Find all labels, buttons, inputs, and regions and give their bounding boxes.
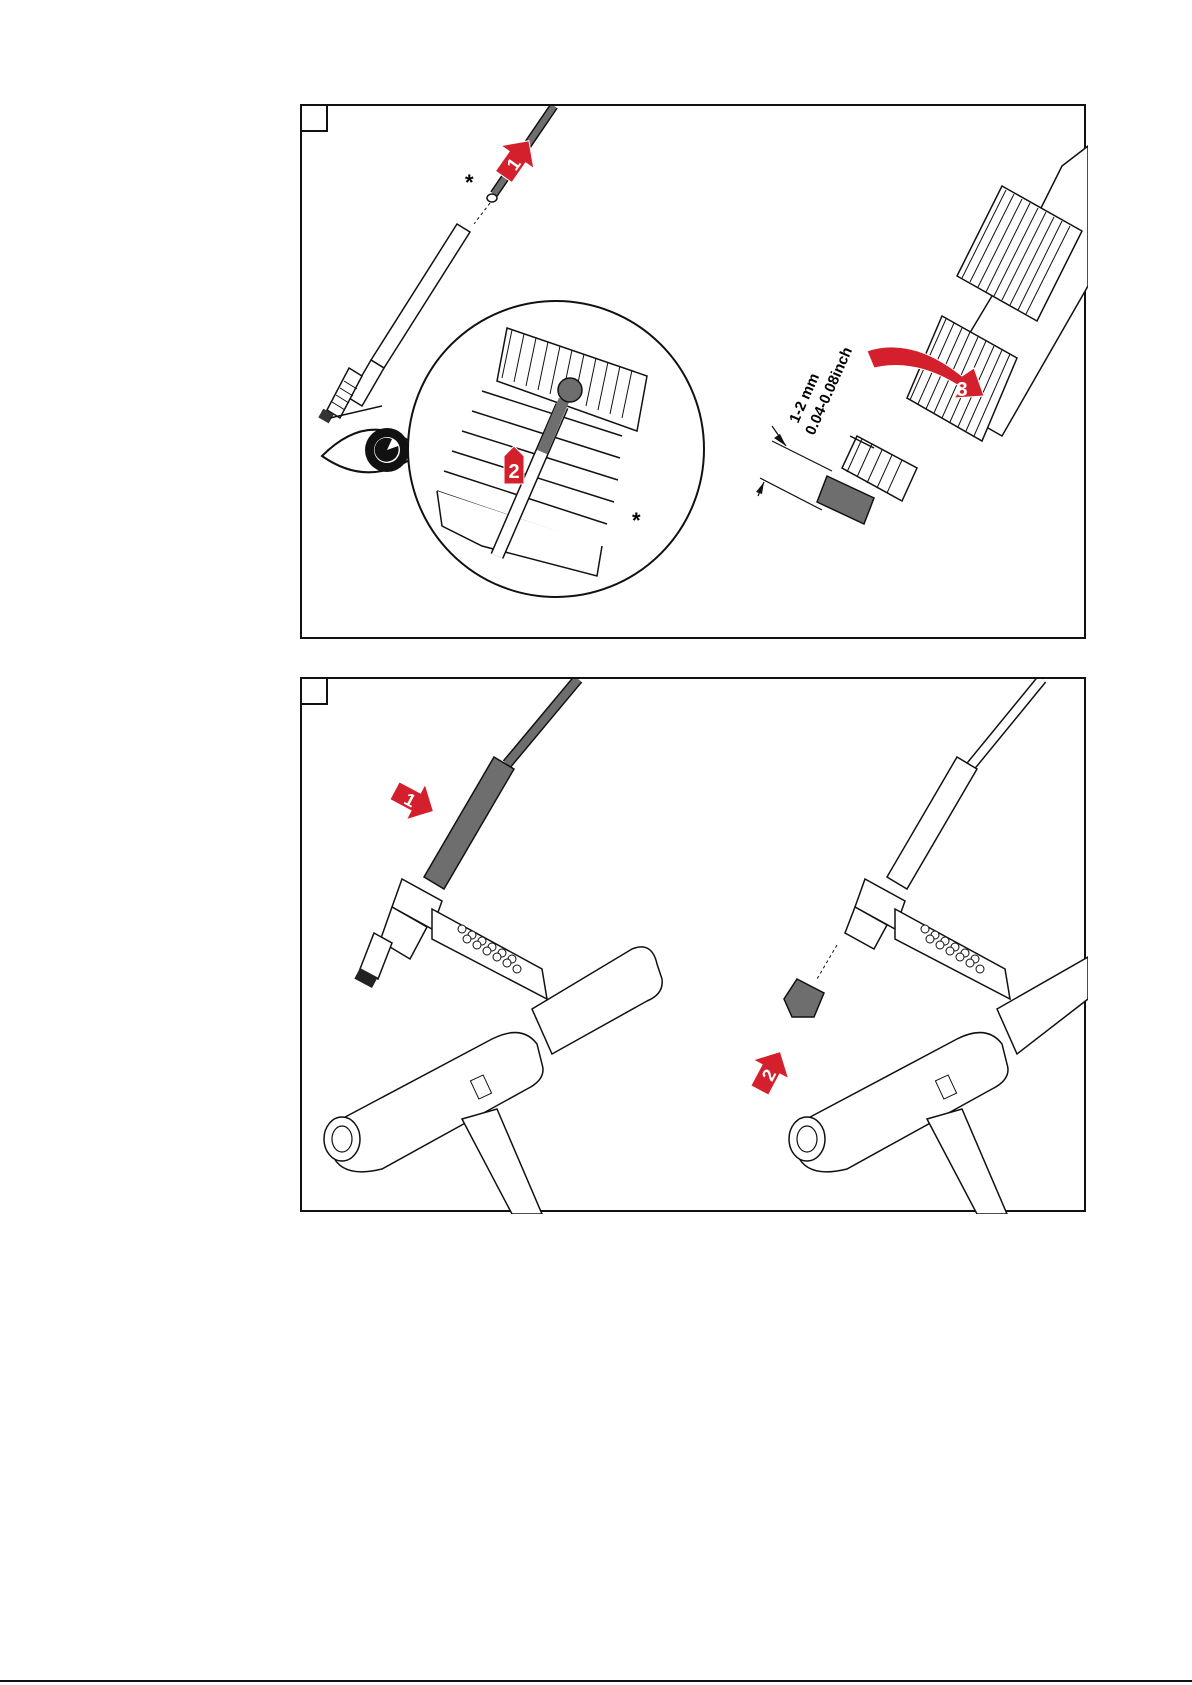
torch-neck-assembly (817, 146, 1088, 524)
illustration-panel-1: * 1 (300, 104, 1086, 639)
asterisk-detail: * (632, 508, 641, 533)
red-arrow-2-icon: 2 (742, 1042, 798, 1100)
detail-magnifier: 2 * (408, 301, 704, 597)
svg-text:2: 2 (508, 461, 519, 483)
torch-right (784, 679, 1088, 1214)
svg-text:3: 3 (956, 379, 967, 401)
red-arrow-1-icon: 1 (385, 773, 443, 829)
eye-icon (322, 406, 422, 472)
illustration-panel-2: 1 2 (300, 677, 1086, 1212)
asterisk-top: * (465, 170, 474, 195)
torch-left (324, 679, 662, 1214)
footer-rule (0, 1680, 1192, 1682)
panel-1-drawing: * 1 (302, 106, 1088, 641)
panel-2-drawing: 1 2 (302, 679, 1088, 1214)
